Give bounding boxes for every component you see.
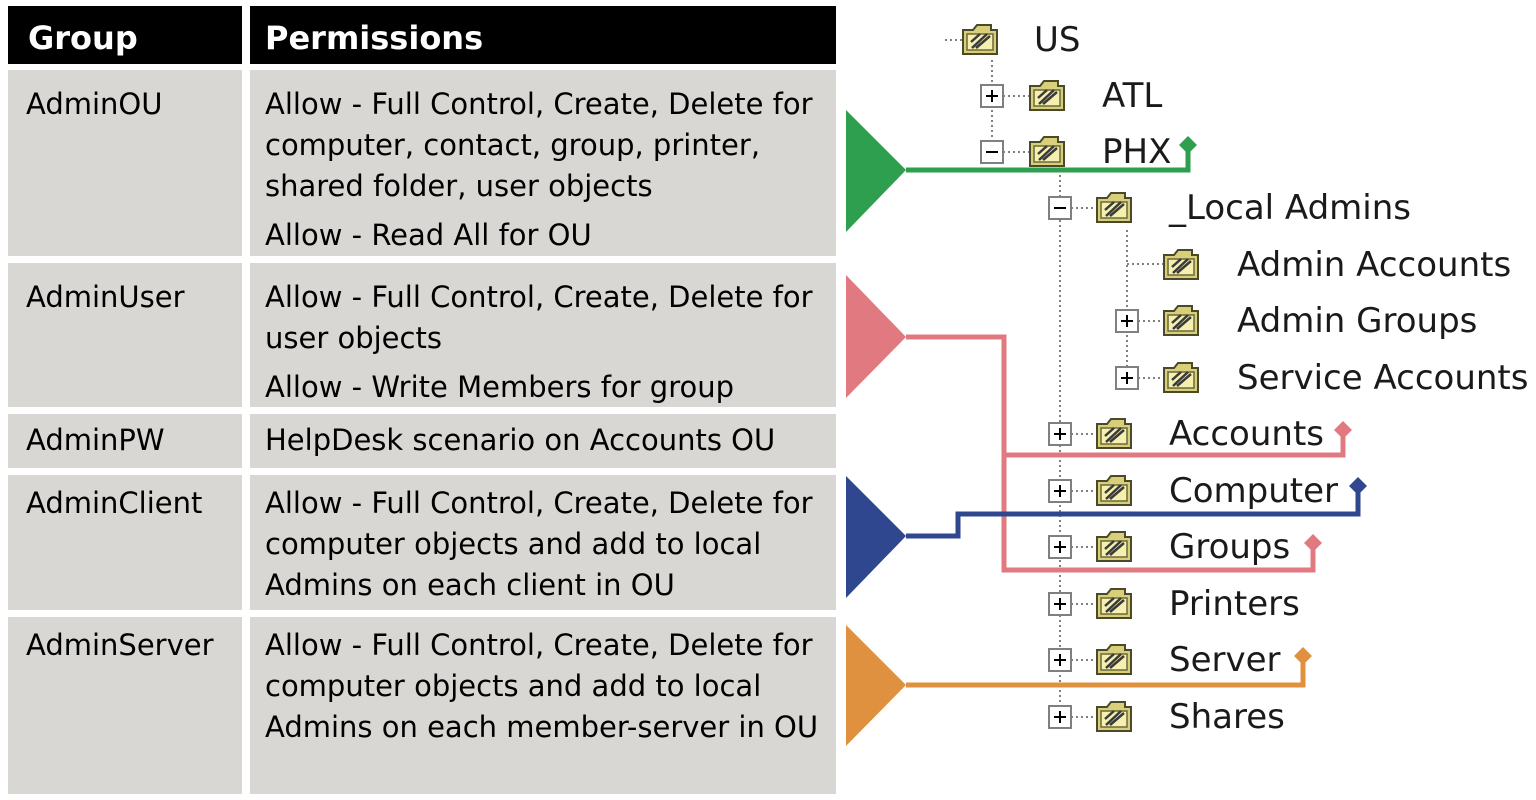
- expander-plus-icon[interactable]: [1115, 366, 1139, 390]
- expander-plus-icon[interactable]: [980, 84, 1004, 108]
- header-permissions: Permissions: [250, 6, 836, 64]
- tree-node-printers[interactable]: Printers: [1169, 584, 1300, 624]
- tree-node-groups[interactable]: Groups: [1169, 527, 1291, 567]
- ou-folder-icon: [1095, 417, 1133, 450]
- header-group: Group: [8, 6, 242, 64]
- permission-text: Allow - Full Control, Create, Delete for…: [265, 486, 813, 602]
- group-cell-adminuser: AdminUser: [8, 263, 242, 407]
- tree-node-admin-groups[interactable]: Admin Groups: [1237, 301, 1478, 341]
- tree-node-phx[interactable]: PHX: [1102, 132, 1172, 172]
- expander-plus-icon[interactable]: [1115, 309, 1139, 333]
- tree-node-server[interactable]: Server: [1169, 640, 1281, 680]
- tree-node-local-admins[interactable]: _Local Admins: [1169, 188, 1412, 228]
- ou-folder-icon: [1095, 530, 1133, 563]
- permissions-cell-adminou: Allow - Full Control, Create, Delete for…: [250, 70, 836, 256]
- permissions-cell-adminpw: HelpDesk scenario on Accounts OU: [250, 414, 836, 468]
- group-cell-adminserver: AdminServer: [8, 617, 242, 794]
- ou-folder-icons: [961, 23, 1200, 733]
- ou-folder-icon: [1095, 587, 1133, 620]
- tree-expanders: [980, 84, 1139, 729]
- expander-plus-icon[interactable]: [1048, 705, 1072, 729]
- group-cell-adminpw: AdminPW: [8, 414, 242, 468]
- group-cell-adminclient: AdminClient: [8, 475, 242, 610]
- tree-node-shares[interactable]: Shares: [1169, 697, 1285, 737]
- tree-lines: [945, 39, 1164, 718]
- ou-folder-icon: [961, 23, 999, 56]
- tree-node-accounts[interactable]: Accounts: [1169, 414, 1324, 454]
- expander-minus-icon[interactable]: [980, 140, 1004, 164]
- permission-text: Allow - Full Control, Create, Delete for…: [265, 628, 819, 744]
- connector-adminclient: [846, 476, 1367, 598]
- tree-node-service-accounts[interactable]: Service Accounts: [1237, 358, 1529, 398]
- ou-folder-icon: [1028, 135, 1066, 168]
- permission-text: Allow - Full Control, Create, Delete for…: [265, 87, 813, 203]
- permissions-cell-adminuser: Allow - Full Control, Create, Delete for…: [250, 263, 836, 407]
- permission-text: Allow - Full Control, Create, Delete for…: [265, 280, 813, 355]
- expander-plus-icon[interactable]: [1048, 592, 1072, 616]
- tree-node-us[interactable]: US: [1034, 20, 1081, 60]
- permission-text: Allow - Read All for OU: [265, 218, 592, 252]
- ou-folder-icon: [1028, 79, 1066, 112]
- connector-adminou: [846, 110, 1197, 232]
- expander-minus-icon[interactable]: [1048, 196, 1072, 220]
- permission-text: HelpDesk scenario on Accounts OU: [265, 423, 776, 457]
- expander-plus-icon[interactable]: [1048, 422, 1072, 446]
- ou-folder-icon: [1095, 700, 1133, 733]
- group-cell-adminou: AdminOU: [8, 70, 242, 256]
- expander-plus-icon[interactable]: [1048, 479, 1072, 503]
- ou-folder-icon: [1162, 248, 1200, 281]
- tree-node-atl[interactable]: ATL: [1102, 76, 1163, 116]
- ou-folder-icon: [1162, 304, 1200, 337]
- expander-plus-icon[interactable]: [1048, 648, 1072, 672]
- ou-folder-icon: [1095, 191, 1133, 224]
- permissions-cell-adminserver: Allow - Full Control, Create, Delete for…: [250, 617, 836, 794]
- connector-adminserver: [846, 625, 1312, 746]
- permission-text: Allow - Write Members for group: [265, 370, 735, 404]
- permissions-cell-adminclient: Allow - Full Control, Create, Delete for…: [250, 475, 836, 610]
- ou-folder-icon: [1162, 361, 1200, 394]
- ou-folder-icon: [1095, 474, 1133, 507]
- tree-node-computer[interactable]: Computer: [1169, 471, 1339, 511]
- tree-node-admin-accounts[interactable]: Admin Accounts: [1237, 245, 1512, 285]
- expander-plus-icon[interactable]: [1048, 535, 1072, 559]
- ou-folder-icon: [1095, 643, 1133, 676]
